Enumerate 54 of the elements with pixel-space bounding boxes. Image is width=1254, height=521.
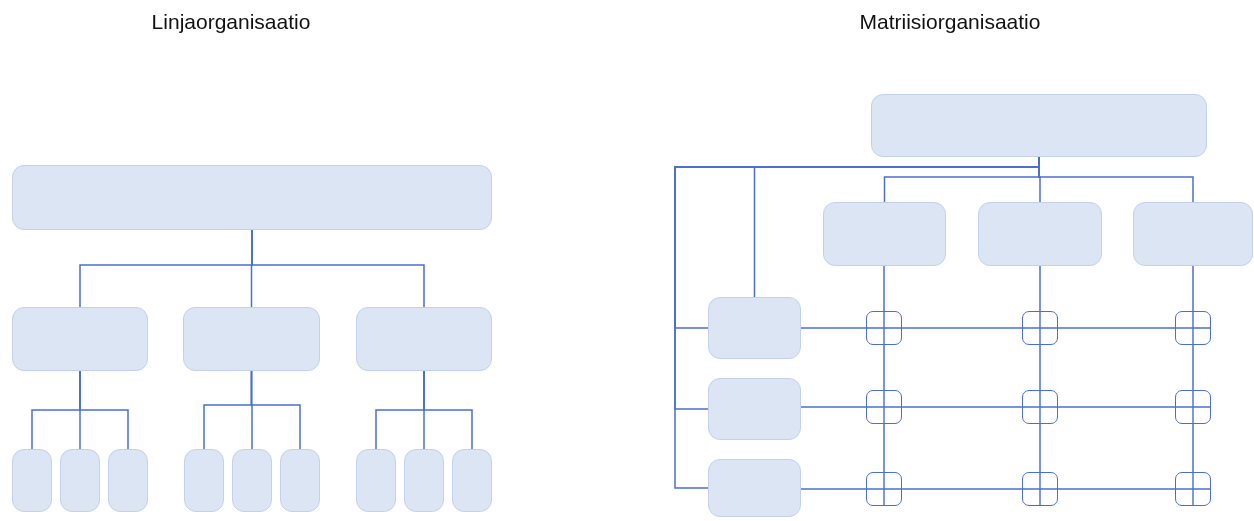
- connector-line: [901, 327, 1023, 329]
- org-box: [108, 449, 148, 512]
- connector-line: [800, 488, 867, 490]
- org-box: [823, 202, 946, 266]
- org-box: [232, 449, 272, 512]
- org-box: [12, 449, 52, 512]
- intersection-box: [1022, 311, 1058, 345]
- org-box: [280, 449, 320, 512]
- connector-line: [883, 423, 885, 473]
- intersection-box: [866, 472, 902, 506]
- intersection-box: [1175, 390, 1211, 424]
- connector-line: [1057, 406, 1176, 408]
- connector-line: [1038, 156, 1194, 203]
- connector-line: [1192, 265, 1194, 312]
- connector-line: [901, 488, 1023, 490]
- org-box: [60, 449, 100, 512]
- connector-line: [1057, 327, 1176, 329]
- org-box: [356, 307, 492, 371]
- connector-line: [1039, 423, 1041, 473]
- org-box: [708, 459, 801, 517]
- intersection-box: [866, 311, 902, 345]
- section-heading: Linjaorganisaatio: [151, 10, 311, 34]
- org-box: [708, 297, 801, 359]
- connector-line: [901, 406, 1023, 408]
- org-box: [356, 449, 396, 512]
- connector-line: [1192, 344, 1194, 391]
- intersection-box: [1022, 472, 1058, 506]
- section-heading: Matriisiorganisaatio: [859, 10, 1041, 34]
- connector-line: [883, 265, 885, 312]
- connector-line: [883, 344, 885, 391]
- connector-line: [800, 327, 867, 329]
- connector-line: [423, 370, 473, 450]
- intersection-box: [1175, 311, 1211, 345]
- connector-line: [1039, 344, 1041, 391]
- org-box: [708, 378, 801, 440]
- org-box: [12, 165, 492, 230]
- org-box: [978, 202, 1102, 266]
- intersection-box: [1022, 390, 1058, 424]
- org-box: [871, 94, 1207, 157]
- connector-line: [1039, 265, 1041, 312]
- org-box: [452, 449, 492, 512]
- org-box: [183, 307, 320, 371]
- connector-line: [800, 406, 867, 408]
- connector-line: [1192, 423, 1194, 473]
- connector-line: [79, 370, 129, 450]
- connector-line: [1057, 488, 1176, 490]
- org-box: [184, 449, 224, 512]
- connector-line: [250, 370, 301, 450]
- org-box: [1133, 202, 1253, 266]
- intersection-box: [1175, 472, 1211, 506]
- org-box: [404, 449, 444, 512]
- intersection-box: [866, 390, 902, 424]
- org-box: [12, 307, 148, 371]
- connector-line: [251, 229, 425, 308]
